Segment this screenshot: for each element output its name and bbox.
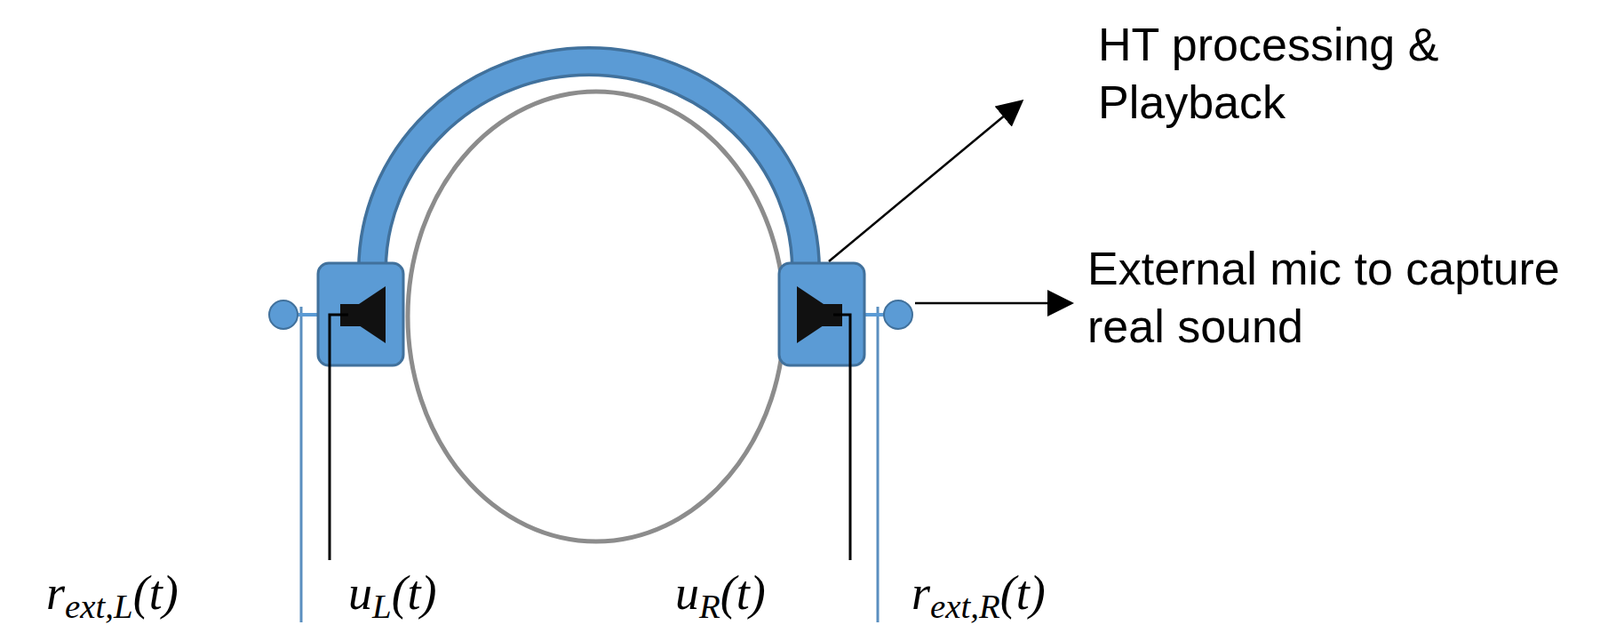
speaker-signal-line [833, 314, 851, 560]
external-mic [883, 300, 913, 329]
callout-text: External mic to capture real sound [1087, 239, 1585, 356]
callout-arrow [915, 302, 1072, 305]
head-outline [407, 91, 785, 542]
mic-signal-line [876, 306, 880, 622]
headband-outline [372, 61, 806, 271]
external-mic [269, 300, 298, 329]
speaker-symbol [342, 286, 386, 343]
headband [372, 61, 806, 271]
signal-name: rext,L(t) [46, 566, 179, 625]
signal-name: rext,R(t) [911, 566, 1046, 625]
mic-signal-line [300, 306, 303, 622]
callout-text: HT processing & Playback [1098, 15, 1516, 132]
speaker-symbol [796, 286, 840, 343]
callout-arrow [828, 101, 1022, 262]
earcup [779, 262, 865, 366]
signal-name: uL(t) [348, 566, 438, 625]
speaker-signal-line [329, 314, 349, 560]
signal-name: uR(t) [675, 566, 766, 625]
